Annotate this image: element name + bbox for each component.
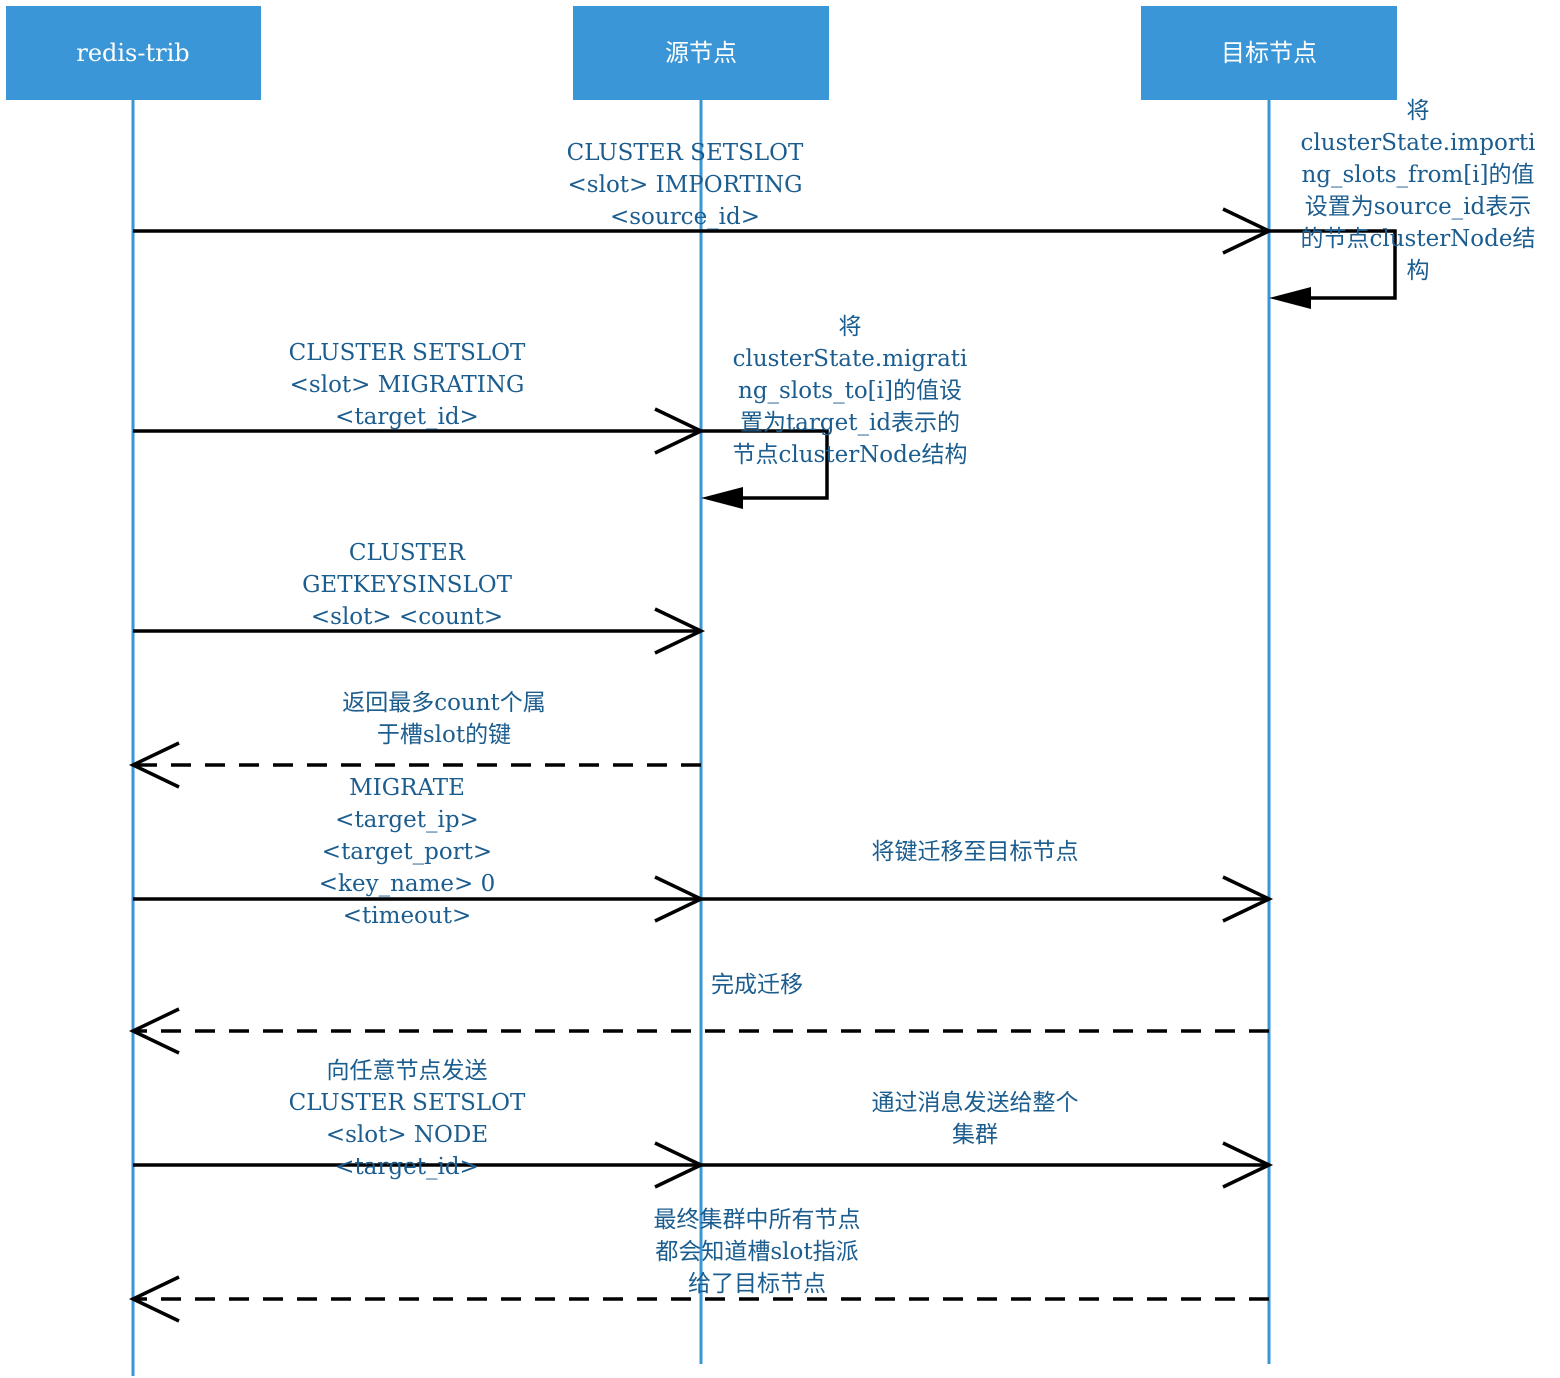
message-label-line: CLUSTER SETSLOT [567,140,804,166]
message-label-line: 给了目标节点 [688,1271,826,1297]
arrow-head [128,1007,180,1055]
arrow-head [654,607,706,655]
message-setslot-node: 向任意节点发送 CLUSTER SETSLOT <slot> NODE <target… [133,1058,706,1189]
message-getkeysinslot: CLUSTER GETKEYSINSLOT <slot> <count> [133,540,706,655]
message-label-line: <target_port> [322,839,492,865]
self-message-line [701,429,829,500]
message-label-line: 将 [1407,98,1430,124]
arrow-head [1222,875,1274,923]
message-label-line: ng_slots_to[i]的值设 [738,378,962,404]
arrow-head [128,741,180,789]
message-setslot-migrating: CLUSTER SETSLOT <slot> MIGRATING <target_i… [133,340,706,455]
participant-label: redis-trib [76,39,189,67]
message-label-line: CLUSTER [349,540,466,566]
message-label-line: <target_id> [335,404,479,430]
message-label-line: 构 [1407,258,1430,284]
arrow-head-filled [1269,287,1311,309]
message-migrate-cmd: MIGRATE <target_ip> <target_port> <key_name… [133,775,706,929]
participant-target: 目标节点 [1141,6,1397,100]
message-label-line: <timeout> [343,903,471,929]
message-setslot-importing: CLUSTER SETSLOT <slot> IMPORTING <source_i… [133,140,1274,255]
message-label-line: 节点clusterNode结构 [732,442,967,468]
message-label-line: 向任意节点发送 [327,1058,488,1084]
message-label-line: <slot> <count> [311,604,503,630]
participant-redis-trib: redis-trib [6,6,261,100]
arrow-head [128,1275,180,1323]
message-label-line: <key_name> 0 [319,871,495,897]
message-label-line: <slot> IMPORTING [568,172,803,198]
message-label-line: <source_id> [610,204,760,230]
message-self-migrating: 将 clusterState.migrati ng_slots_to[i]的值设置为… [701,314,968,509]
message-label-line: ng_slots_from[i]的值 [1301,162,1534,188]
messages: CLUSTER SETSLOT <slot> IMPORTING <source_i… [128,98,1536,1323]
participant-box [6,6,261,100]
message-label-line: MIGRATE [349,775,465,801]
lifelines [131,100,1271,1376]
participant-label: 源节点 [665,39,737,67]
participant-label: 目标节点 [1221,39,1317,67]
message-label-line: 的节点clusterNode结 [1300,226,1535,252]
participant-box [573,6,829,100]
message-label-line: 将键迁移至目标节点 [872,839,1079,865]
message-label-line: clusterState.migrati [733,346,968,372]
participants: redis-trib 源节点 目标节点 [6,6,1397,100]
message-label-line: <target_id> [335,1154,479,1180]
message-label-line: 完成迁移 [711,972,803,998]
message-label-line: 最终集群中所有节点 [654,1207,861,1233]
message-label-line: <slot> MIGRATING [290,372,525,398]
message-label-line: 返回最多count个属 [342,690,546,716]
message-label-line: <target_ip> [335,807,479,833]
message-label-line: 将 [839,314,862,340]
message-label-line: 通过消息发送给整个 [872,1090,1079,1116]
message-label-line: CLUSTER SETSLOT [289,340,526,366]
message-label-line: 设置为source_id表示 [1305,194,1532,220]
message-self-importing: 将 clusterState.importi ng_slots_from[i]的值设… [1269,98,1536,309]
message-label-line: 置为target_id表示的 [740,410,960,436]
message-migrate-keys: 将键迁移至目标节点 [701,839,1274,923]
message-label-line: CLUSTER SETSLOT [289,1090,526,1116]
self-message-line [1269,229,1397,300]
message-label-line: 都会知道槽slot指派 [655,1239,858,1265]
message-migration-done: 完成迁移 [128,972,1269,1055]
message-label-line: clusterState.importi [1301,130,1536,156]
message-label-line: 于槽slot的键 [377,722,511,748]
participant-source: 源节点 [573,6,829,100]
participant-box [1141,6,1397,100]
arrow-head-filled [701,487,743,509]
message-label-line: GETKEYSINSLOT [302,572,513,598]
message-label-line: 集群 [952,1122,998,1148]
message-label-line: <slot> NODE [326,1122,488,1148]
arrow-head [1222,1141,1274,1189]
